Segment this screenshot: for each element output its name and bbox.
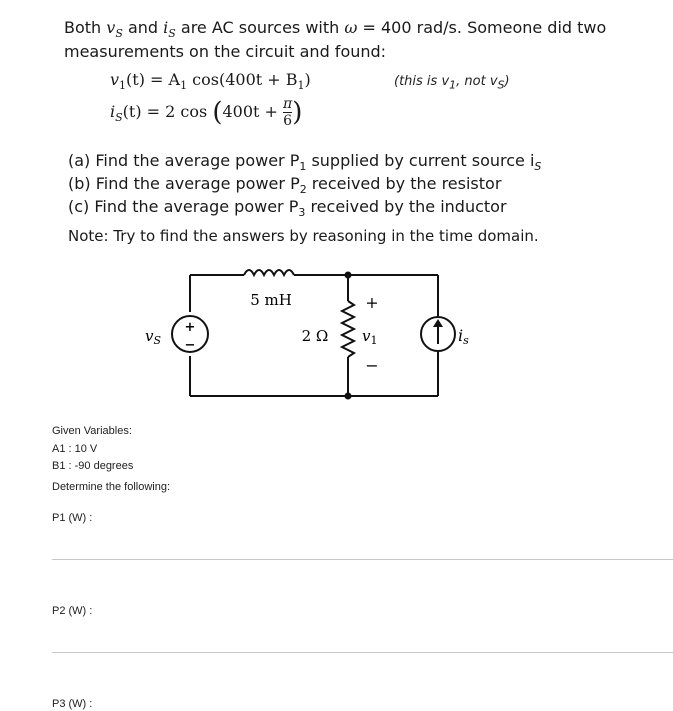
part-a: (a) Find the average power P1 supplied b… [68, 151, 542, 174]
inductor [243, 269, 295, 278]
is-source [420, 316, 456, 352]
p3-label: P3 (W) : [52, 698, 93, 710]
part-c: (c) Find the average power P3 received b… [68, 197, 507, 220]
vs-source [171, 315, 209, 353]
circuit-diagram: + − 5 mH 2 Ω vS + v1 − is [145, 269, 469, 400]
p1-answer-line[interactable] [52, 559, 673, 560]
p2-label: P2 (W) : [52, 605, 93, 617]
v1-minus: − [365, 356, 378, 375]
node-top [344, 271, 352, 279]
intro-line-1: Both vS and iS are AC sources with ω = 4… [64, 18, 607, 41]
node-bottom [344, 392, 352, 400]
intro-line-2: measurements on the circuit and found: [64, 42, 387, 61]
given-a1: A1 : 10 V [52, 443, 98, 455]
is-arrow-head [433, 319, 443, 327]
inductor-label: 5 mH [250, 291, 292, 309]
resistor-label: 2 Ω [302, 327, 329, 345]
determine-label: Determine the following: [52, 481, 171, 493]
is-label: is [458, 326, 469, 347]
part-b: (b) Find the average power P2 received b… [68, 174, 502, 197]
given-b1: B1 : -90 degrees [52, 460, 134, 472]
v1-label: v1 [362, 327, 377, 347]
resistor [339, 300, 357, 358]
vs-label: vS [145, 327, 161, 347]
p1-label: P1 (W) : [52, 512, 93, 524]
vs-minus: − [185, 338, 196, 353]
p2-answer-line[interactable] [52, 652, 673, 653]
v1-plus: + [365, 293, 378, 312]
vs-plus: + [185, 320, 196, 335]
given-header: Given Variables: [52, 425, 132, 437]
v1-equation: v1(t) = A1 cos(400t + B1) [110, 70, 311, 93]
note: Note: Try to find the answers by reasoni… [68, 227, 539, 245]
v1-note: (this is v1, not vS) [394, 74, 510, 92]
